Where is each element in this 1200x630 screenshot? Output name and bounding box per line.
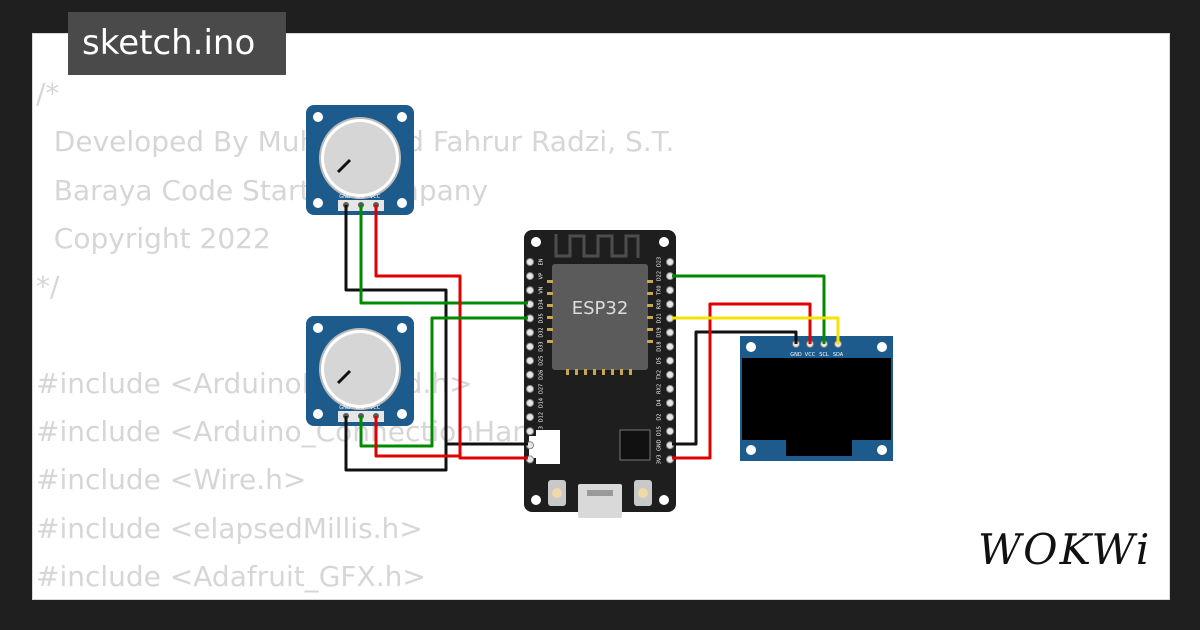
esp32-pin-label: GND <box>539 439 545 451</box>
oled-pin-label: VCC <box>805 352 816 358</box>
pot2-pin-label: GND <box>339 405 351 411</box>
esp32-pin-label: D35 <box>539 313 545 323</box>
code-line: #include <Adafruit_GFX.h> <box>36 559 426 593</box>
esp32-pin-label: D27 <box>539 384 545 394</box>
esp32-pin[interactable] <box>526 258 534 266</box>
esp32-pin-label: VIN <box>539 455 545 464</box>
esp32-pin-label: VN <box>539 286 545 293</box>
voltage-regulator <box>536 430 560 464</box>
usb-chip <box>619 429 651 461</box>
knob[interactable] <box>324 122 396 194</box>
esp32-board[interactable]: ESP32 ENVPVND34D35D32D33D25D26D27D14D12D… <box>524 230 676 518</box>
code-line: Copyright 2022 <box>36 221 271 255</box>
knob[interactable] <box>324 333 396 405</box>
wire-pot1-vcc[interactable] <box>374 205 528 460</box>
esp32-module <box>552 264 648 370</box>
esp32-pin[interactable] <box>526 356 534 365</box>
esp32-pin-label: D33 <box>539 341 545 351</box>
esp32-label: ESP32 <box>572 298 629 319</box>
esp32-pin[interactable] <box>526 342 534 351</box>
esp32-pin[interactable] <box>526 370 534 379</box>
oled-pin-label: GND <box>790 352 802 358</box>
esp32-pin-label: TX0 <box>657 285 663 296</box>
esp32-pin-label: GND <box>657 439 663 451</box>
esp32-pin-label: RX2 <box>657 384 663 394</box>
esp32-pin-label: D25 <box>539 356 545 366</box>
wire-oled-sda[interactable] <box>672 316 840 344</box>
pot1-pin-label: GND <box>339 194 351 200</box>
wires <box>344 205 840 472</box>
esp32-pin-label: D22 <box>657 271 663 281</box>
esp32-pin[interactable] <box>526 413 534 422</box>
esp32-pin[interactable] <box>526 427 534 436</box>
esp32-pin-label: D19 <box>657 327 663 337</box>
usb-port <box>578 484 622 518</box>
esp32-pin[interactable] <box>526 286 534 295</box>
wokwi-logo: WOKWi <box>978 525 1152 574</box>
esp32-pin-label: D13 <box>539 426 545 436</box>
esp32-pin-label: D18 <box>657 341 663 351</box>
esp32-pin[interactable] <box>666 427 674 436</box>
esp32-pin-label: TX2 <box>657 370 663 381</box>
esp32-pin-label: D12 <box>539 412 545 422</box>
esp32-pin-label: D32 <box>539 327 545 337</box>
esp32-pin[interactable] <box>526 328 534 337</box>
code-line: */ <box>36 270 60 304</box>
esp32-pin-label: RX0 <box>657 299 663 309</box>
pot1-pin-label: VCC <box>370 194 381 200</box>
wire-oled-gnd[interactable] <box>672 330 798 446</box>
esp32-pin-label: D5 <box>657 357 663 364</box>
esp32-pin-label: EN <box>539 258 545 265</box>
esp32-pin-label: 3V3 <box>657 455 663 465</box>
esp32-pin[interactable] <box>666 300 674 309</box>
esp32-pin-label: D26 <box>539 370 545 380</box>
esp32-pin[interactable] <box>526 272 534 281</box>
esp32-pin-label: D15 <box>657 426 663 436</box>
esp32-pin-label: D4 <box>657 399 663 406</box>
esp32-pin[interactable] <box>666 399 674 407</box>
esp32-pin[interactable] <box>666 258 674 266</box>
esp32-pin-label: D21 <box>657 313 663 323</box>
file-tab[interactable]: sketch.ino <box>68 12 286 75</box>
esp32-pin-label: D14 <box>539 398 545 408</box>
esp32-pin-label: VP <box>539 273 545 279</box>
oled-pin-label: SCL <box>819 352 829 358</box>
esp32-pin[interactable] <box>666 356 674 365</box>
wire-pot1-sig[interactable] <box>359 205 528 305</box>
esp32-pin[interactable] <box>666 328 674 337</box>
wire-pot2-vcc[interactable] <box>374 416 460 458</box>
esp32-pin-label: D2 <box>657 414 663 421</box>
esp32-pin[interactable] <box>666 286 674 295</box>
oled-screen <box>742 358 891 440</box>
esp32-pin[interactable] <box>526 399 534 407</box>
code-line: /* <box>36 77 60 110</box>
esp32-pin-label: D23 <box>657 257 663 267</box>
esp32-pin[interactable] <box>526 384 534 393</box>
esp32-pin[interactable] <box>666 370 674 379</box>
pot1-pin-label: SIG <box>356 194 365 200</box>
potentiometer-2[interactable]: GND SIG VCC <box>306 316 414 426</box>
wire-oled-scl[interactable] <box>672 274 826 344</box>
esp32-pin-label: D34 <box>539 299 545 309</box>
esp32-pin[interactable] <box>666 342 674 351</box>
code-line: #include <Wire.h> <box>36 463 307 497</box>
esp32-pin[interactable] <box>666 384 674 393</box>
esp32-pin[interactable] <box>666 413 674 422</box>
pot2-pin-label: SIG <box>356 405 365 411</box>
potentiometer-1[interactable]: GND SIG VCC <box>306 105 414 215</box>
wire-pot1-gnd[interactable] <box>344 205 528 446</box>
oled-display[interactable]: GND VCC SCL SDA <box>740 336 893 461</box>
code-line: #include <elapsedMillis.h> <box>36 511 423 545</box>
pot2-pin-label: VCC <box>370 405 381 411</box>
oled-pin-label: SDA <box>833 352 844 358</box>
wire-pot2-sig[interactable] <box>359 316 528 448</box>
